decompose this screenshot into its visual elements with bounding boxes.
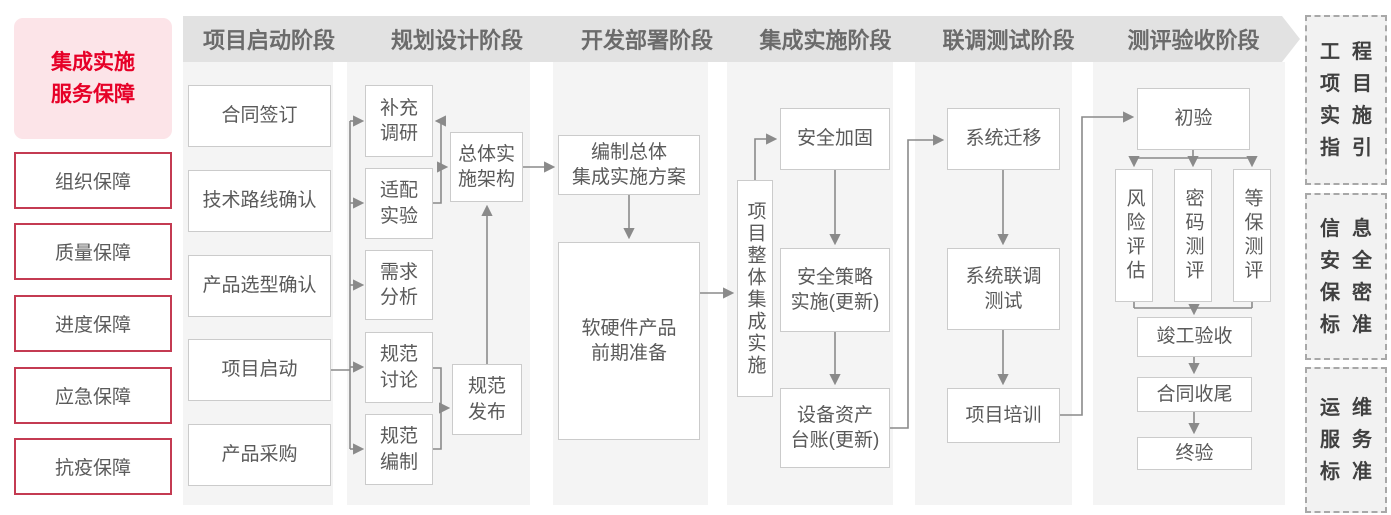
box-system-migration: 系统迁移 (947, 108, 1060, 170)
sidebar-item-epidemic-guarantee: 抗疫保障 (14, 438, 172, 495)
box-overall-implementation-architecture: 总体实 施架构 (450, 132, 523, 202)
box-initial-acceptance: 初验 (1137, 88, 1250, 150)
box-system-joint-debugging-test: 系统联调 测试 (947, 248, 1060, 330)
box-tech-route-confirm: 技术路线确认 (188, 170, 331, 232)
standard-project-implementation-guide: 工程 项目 实施 指引 (1305, 15, 1387, 185)
box-supplementary-research: 补充 调研 (365, 85, 433, 157)
header-planning-design-phase: 规划设计阶段 (341, 16, 573, 62)
header-integration-implementation-phase: 集成实施阶段 (721, 16, 930, 62)
box-requirement-analysis: 需求 分析 (365, 250, 433, 320)
box-completion-acceptance: 竣工验收 (1137, 317, 1252, 357)
sidebar-item-organization-guarantee: 组织保障 (14, 152, 172, 209)
box-security-policy-implementation: 安全策略 实施(更新) (780, 248, 890, 332)
box-security-hardening: 安全加固 (780, 108, 890, 170)
box-crypto-evaluation: 密码测评 (1174, 169, 1212, 302)
box-final-acceptance: 终验 (1137, 437, 1252, 470)
diagram-title: 集成实施 服务保障 (14, 18, 172, 139)
box-project-training: 项目培训 (947, 388, 1060, 443)
box-spec-drafting: 规范 编制 (365, 414, 433, 485)
sidebar-item-emergency-guarantee: 应急保障 (14, 367, 172, 424)
box-spec-discussion: 规范 讨论 (365, 332, 433, 403)
standard-information-security-confidentiality-text: 信息 安全 保密 标准 (1320, 217, 1384, 336)
header-project-kickoff-phase: 项目启动阶段 (183, 16, 367, 62)
box-equipment-asset-ledger: 设备资产 台账(更新) (780, 388, 890, 468)
standard-project-implementation-guide-text: 工程 项目 实施 指引 (1320, 41, 1384, 159)
box-risk-assessment: 风险评估 (1115, 169, 1153, 302)
box-spec-release: 规范 发布 (452, 364, 522, 435)
standard-information-security-confidentiality: 信息 安全 保密 标准 (1305, 193, 1387, 360)
header-joint-debugging-test-phase: 联调测试阶段 (904, 16, 1113, 62)
header-evaluation-acceptance-phase: 测评验收阶段 (1087, 16, 1300, 62)
box-classified-protection-evaluation: 等保测评 (1233, 169, 1271, 302)
sidebar-item-quality-guarantee: 质量保障 (14, 223, 172, 280)
box-contract-closure: 合同收尾 (1137, 377, 1252, 412)
standard-ops-service-text: 运维 服务 标准 (1320, 397, 1384, 483)
box-hw-sw-preparation: 软硬件产品 前期准备 (558, 242, 700, 440)
sidebar-item-schedule-guarantee: 进度保障 (14, 295, 172, 352)
box-overall-project-integration: 项目整体集成实施 (737, 180, 773, 397)
box-project-kickoff: 项目启动 (188, 339, 331, 401)
box-product-selection-confirm: 产品选型确认 (188, 255, 331, 317)
box-product-procurement: 产品采购 (188, 424, 331, 486)
header-development-deployment-phase: 开发部署阶段 (547, 16, 747, 62)
box-overall-integration-plan: 编制总体 集成实施方案 (558, 135, 700, 195)
box-adaptation-test: 适配 实验 (365, 168, 433, 239)
box-contract-signing: 合同签订 (188, 85, 331, 147)
standard-ops-service: 运维 服务 标准 (1305, 367, 1387, 513)
